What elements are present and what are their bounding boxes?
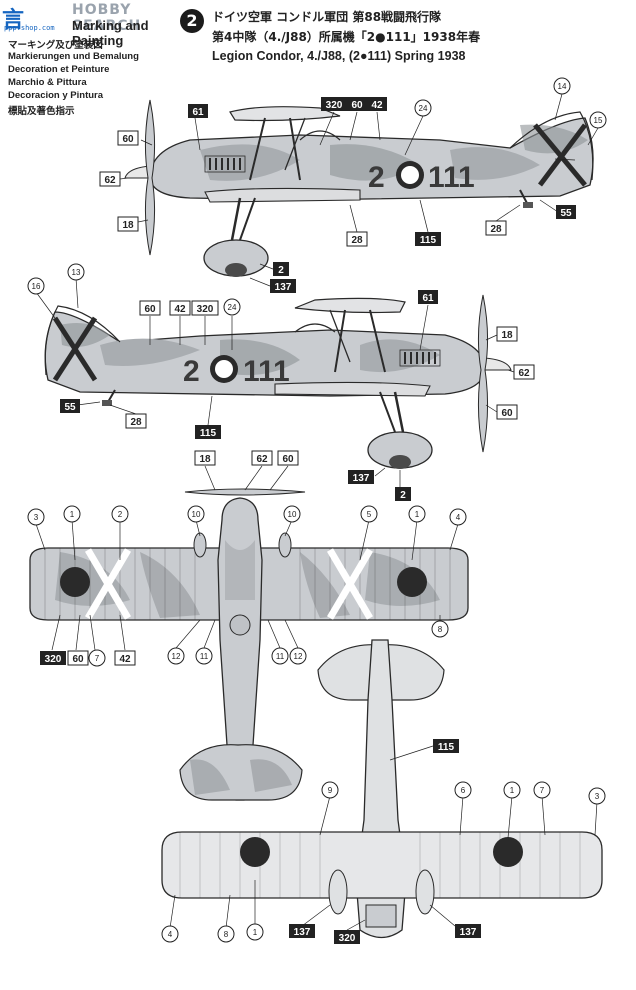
side1-callout-28b: 28 — [490, 224, 502, 235]
side1-callout-137: 137 — [275, 282, 292, 293]
side2-callout-60b: 60 — [501, 408, 513, 419]
bottom-callout-115: 115 — [438, 742, 455, 753]
side1-callout-15: 15 — [594, 116, 603, 125]
side1-callout-28a: 28 — [351, 235, 363, 246]
top-callout-7: 7 — [95, 654, 100, 663]
bottom-callout-1a: 1 — [510, 786, 515, 795]
side2-callout-24: 24 — [228, 303, 237, 312]
top-callout-11a: 11 — [200, 652, 209, 661]
lang-japanese: マーキング及び塗装図 — [8, 40, 103, 51]
top-callout-60: 60 — [282, 454, 294, 465]
side2-callout-60: 60 — [144, 304, 156, 315]
logo-glyph: 言 — [2, 8, 25, 33]
bottom-callout-137a: 137 — [294, 927, 311, 938]
side1-callout-60a: 60 — [351, 100, 363, 111]
side1-callout-115: 115 — [420, 235, 437, 246]
side2-callout-18: 18 — [501, 330, 513, 341]
side2-callout-42: 42 — [174, 304, 186, 315]
top-callout-8: 8 — [438, 625, 443, 634]
subject-line-1: ドイツ空軍 コンドル軍団 第88戦闘飛行隊 — [212, 10, 442, 24]
top-callout-1b: 1 — [415, 510, 420, 519]
side2-callout-62: 62 — [518, 368, 530, 379]
logo-site: ppp.shop.com — [4, 24, 55, 32]
side1-callout-42: 42 — [371, 100, 383, 111]
side1-callout-2: 2 — [278, 265, 284, 276]
side2-callout-137: 137 — [353, 473, 370, 484]
top-callout-1a: 1 — [70, 510, 75, 519]
top-callout-62: 62 — [256, 454, 268, 465]
side2-code-2: 2 — [183, 355, 200, 388]
top-callout-4: 4 — [456, 513, 461, 522]
side1-code-2: 2 — [368, 161, 385, 194]
bottom-view: 115 9 6 1 7 3 4 8 1 137 320 137 — [161, 639, 606, 944]
side2-callout-16: 16 — [32, 282, 41, 291]
side-view-left-facing: 2 111 61 320 60 42 24 14 15 6 — [99, 77, 607, 293]
bottom-callout-3: 3 — [595, 792, 600, 801]
side1-callout-14: 14 — [558, 82, 567, 91]
bottom-callout-6: 6 — [461, 786, 466, 795]
side-view-right-facing: 2 111 13 16 60 42 320 24 61 18 62 — [27, 263, 535, 501]
page-title: Marking and Painting — [72, 18, 149, 48]
top-callout-12a: 12 — [172, 652, 181, 661]
scheme-number: 2 — [180, 9, 204, 33]
side1-callout-24: 24 — [419, 104, 428, 113]
side2-callout-61: 61 — [422, 293, 434, 304]
subject-line-3: Legion Condor, 4./J88, (2●111) Spring 19… — [212, 49, 466, 63]
side1-callout-320: 320 — [326, 100, 343, 111]
bottom-callout-137b: 137 — [460, 927, 477, 938]
lang-italian: Marchio & Pittura — [8, 77, 87, 88]
lang-spanish: Decoracion y Pintura — [8, 90, 104, 101]
top-callout-2: 2 — [118, 510, 123, 519]
top-callout-3: 3 — [34, 513, 39, 522]
lang-chinese: 標貼及著色指示 — [8, 106, 75, 117]
watermark-logo: 言 ppp.shop.com HOBBY SEARCH Marking and … — [2, 0, 172, 48]
side1-callout-60b: 60 — [122, 134, 134, 145]
bottom-callout-320: 320 — [339, 933, 356, 944]
side1-code-111: 111 — [428, 161, 475, 194]
lang-german: Markierungen und Bemalung — [8, 51, 139, 62]
top-callout-60b: 60 — [72, 654, 84, 665]
side2-code-111: 111 — [243, 355, 290, 388]
side2-callout-320: 320 — [197, 304, 214, 315]
top-callout-42: 42 — [119, 654, 131, 665]
subject-line-2: 第4中隊（4./J88）所属機「2●111」1938年春 — [212, 30, 481, 44]
bottom-callout-1b: 1 — [253, 928, 258, 937]
bottom-callout-7: 7 — [540, 786, 545, 795]
top-callout-10b: 10 — [288, 510, 297, 519]
hobby-search-watermark: HOBBY SEARCH — [72, 2, 142, 34]
side1-callout-18: 18 — [122, 220, 134, 231]
lang-french: Decoration et Peinture — [8, 64, 110, 75]
side1-callout-61: 61 — [192, 107, 204, 118]
top-callout-12b: 12 — [294, 652, 303, 661]
bottom-callout-4: 4 — [168, 930, 173, 939]
top-callout-10a: 10 — [192, 510, 201, 519]
top-callout-18: 18 — [199, 454, 211, 465]
top-callout-11b: 11 — [276, 652, 285, 661]
side2-callout-28: 28 — [130, 417, 142, 428]
side2-callout-115: 115 — [200, 428, 217, 439]
side1-callout-55: 55 — [560, 208, 572, 219]
top-callout-5: 5 — [367, 510, 372, 519]
top-callout-320: 320 — [45, 654, 62, 665]
top-view: 18 62 60 3 1 2 10 10 5 1 4 8 320 60 7 42… — [27, 450, 469, 801]
side2-callout-55: 55 — [64, 402, 76, 413]
bottom-callout-8: 8 — [224, 930, 229, 939]
side2-callout-13: 13 — [72, 268, 81, 277]
side1-callout-62: 62 — [104, 175, 116, 186]
bottom-callout-9: 9 — [328, 786, 333, 795]
side2-callout-2: 2 — [400, 490, 406, 501]
